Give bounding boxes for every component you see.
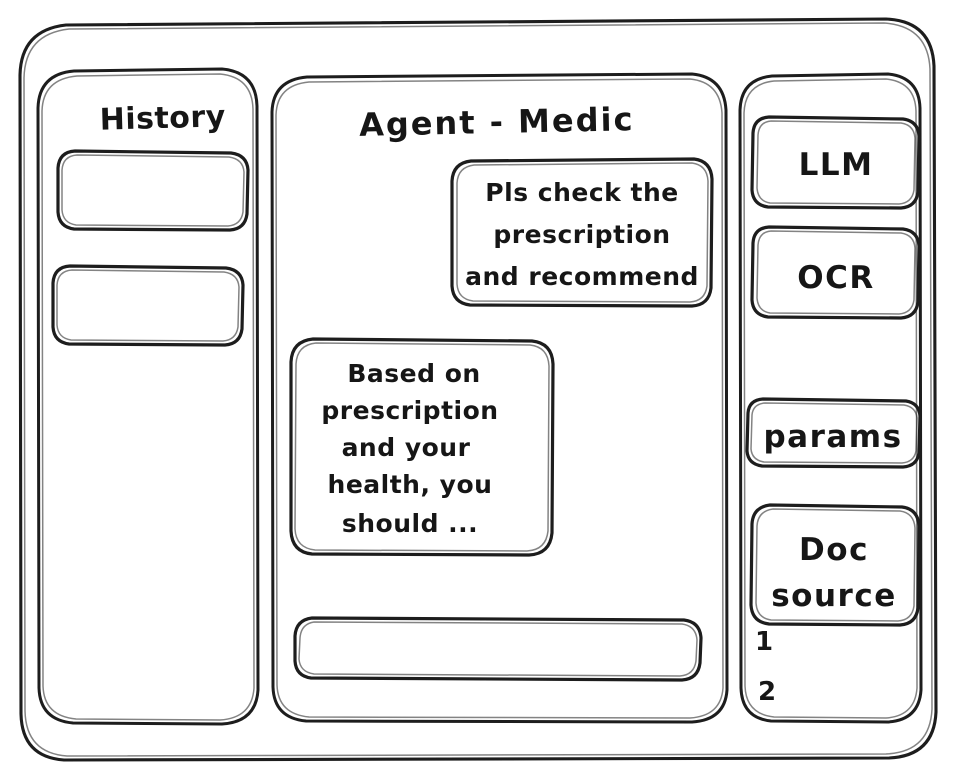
tool-button-label: OCR: [797, 260, 874, 296]
doc-source-list-item[interactable]: 2: [758, 677, 777, 707]
message-bubble-assistant: Based on prescription and your health, y…: [289, 337, 555, 557]
message-line: and your: [342, 433, 471, 462]
tool-button-label-line1: Doc: [799, 532, 869, 568]
message-input[interactable]: [293, 616, 703, 682]
message-line: Based on: [347, 359, 480, 388]
tool-button-ocr[interactable]: OCR: [750, 225, 921, 320]
sidebar-history-title: History: [99, 99, 226, 138]
message-line: Pls check the: [485, 178, 678, 207]
tool-button-label-line2: source: [771, 578, 897, 614]
tool-button-params[interactable]: params: [745, 397, 922, 469]
message-bubble-user: Pls check the prescription and recommend: [450, 157, 714, 308]
message-line: prescription: [321, 396, 498, 425]
doc-source-list-item[interactable]: 1: [755, 627, 774, 657]
tool-button-label: LLM: [799, 147, 874, 183]
message-line: prescription: [493, 220, 670, 249]
main-agent-panel: [270, 72, 729, 724]
message-line: and recommend: [465, 262, 699, 291]
history-item[interactable]: [51, 264, 245, 347]
page-title: Agent - Medic: [359, 100, 635, 144]
app-window-frame: [18, 17, 938, 762]
tool-button-label: params: [763, 419, 902, 455]
history-item[interactable]: [56, 149, 250, 232]
message-line: should ...: [342, 509, 478, 538]
sidebar-tools-panel: [738, 72, 923, 724]
tool-button-doc-source[interactable]: Doc source: [749, 503, 921, 627]
message-line: health, you: [328, 470, 493, 499]
tool-button-llm[interactable]: LLM: [750, 115, 921, 210]
sidebar-history-panel: [36, 67, 260, 726]
doc-source-list: 1 2: [755, 627, 777, 707]
